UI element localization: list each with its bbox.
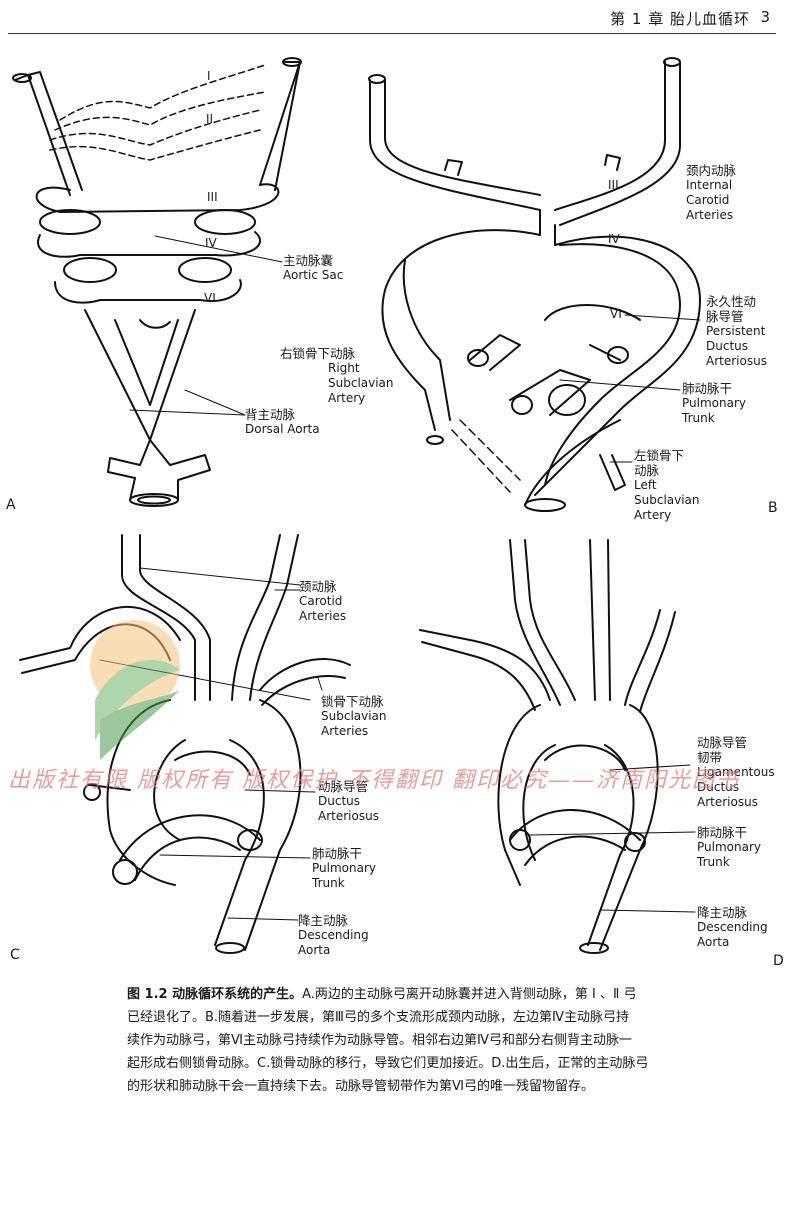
caption-line-5: 的形状和肺动脉干会一直持续下去。动脉导管韧带作为第Ⅵ弓的唯一残留物留存。 (127, 1079, 594, 1094)
arch-iii-label: III (207, 190, 218, 204)
label-dorsal-aorta: 背主动脉 Dorsal Aorta (245, 407, 320, 436)
panel-b-diagram (368, 57, 701, 512)
label-right-subclavian: 右锁骨下动脉 Right Subclavian Artery (280, 346, 394, 405)
chapter-title: 第 1 章 胎儿血循环 (610, 10, 750, 28)
panel-letter-b: B (768, 500, 778, 516)
caption-line-2: 已经退化了。B.随着进一步发展，第Ⅲ弓的多个支流形成颈内动脉，左边第Ⅳ主动脉弓持 (127, 1010, 630, 1025)
label-left-subclavian: 左锁骨下 动脉 Left Subclavian Artery (634, 448, 700, 522)
label-ductus-c: 动脉导管 Ductus Arteriosus (318, 779, 379, 823)
sun-logo-icon (90, 620, 180, 760)
label-descending-c: 降主动脉 Descending Aorta (298, 913, 369, 957)
label-carotid: 颈动脉 Carotid Arteries (299, 579, 347, 623)
page-number: 3 (760, 8, 770, 26)
caption-line-3: 续作为动脉弓，第Ⅵ主动脉弓持续作为动脉导管。相邻右边第Ⅳ弓和部分右侧背主动脉一 (127, 1033, 632, 1048)
caption-line-4: 起形成右侧锁骨动脉。C.锁骨动脉的移行，导致它们更加接近。D.出生后，正常的主动… (127, 1056, 649, 1071)
label-persistent-ductus: 永久性动 脉导管 Persistent Ductus Arteriosus (706, 294, 767, 368)
arch-vi-label: VI (204, 291, 216, 305)
label-subclavian: 锁骨下动脉 Subclavian Arteries (321, 694, 387, 738)
caption-line-1: A.两边的主动脉弓离开动脉囊并进入背侧动脉，第 Ⅰ 、Ⅱ 弓 (302, 987, 637, 1002)
label-descending-d: 降主动脉 Descending Aorta (697, 905, 768, 949)
aortic-arch-figure (12, 57, 701, 954)
arch-ii-label: II (206, 112, 214, 126)
panel-a-diagram (12, 57, 302, 507)
panel-letter-d: D (773, 953, 784, 969)
b-arch-iv-label: IV (608, 232, 620, 246)
header-rule (8, 33, 776, 34)
caption-title: 图 1.2 动脉循环系统的产生。 (127, 987, 303, 1002)
label-aortic-sac: 主动脉囊 Aortic Sac (283, 253, 344, 282)
label-ligamentum: 动脉导管 韧带 Ligamentous Ductus Arteriosus (697, 735, 775, 809)
b-arch-iii-label: III (608, 178, 619, 192)
arch-i-label: I (207, 69, 211, 83)
b-arch-vi-label: VI (610, 307, 622, 321)
figure-caption: 图 1.2 动脉循环系统的产生。A.两边的主动脉弓离开动脉囊并进入背侧动脉，第 … (127, 983, 727, 1098)
label-pulmonary-trunk-d: 肺动脉干 Pulmonary Trunk (697, 825, 761, 869)
label-internal-carotid: 颈内动脉 Internal Carotid Arteries (686, 163, 737, 222)
arch-iv-label: IV (205, 236, 217, 250)
panel-letter-c: C (10, 947, 20, 963)
label-pulmonary-trunk-b: 肺动脉干 Pulmonary Trunk (682, 381, 746, 425)
page-header: 第 1 章 胎儿血循环 3 (0, 0, 790, 34)
label-pulmonary-trunk-c: 肺动脉干 Pulmonary Trunk (312, 846, 376, 890)
panel-letter-a: A (6, 497, 16, 513)
panel-d-diagram (419, 539, 696, 954)
publisher-watermark: 出版社有限 版权所有 版权保护 不得翻印 翻印必究——济南阳光图书 (8, 768, 740, 793)
